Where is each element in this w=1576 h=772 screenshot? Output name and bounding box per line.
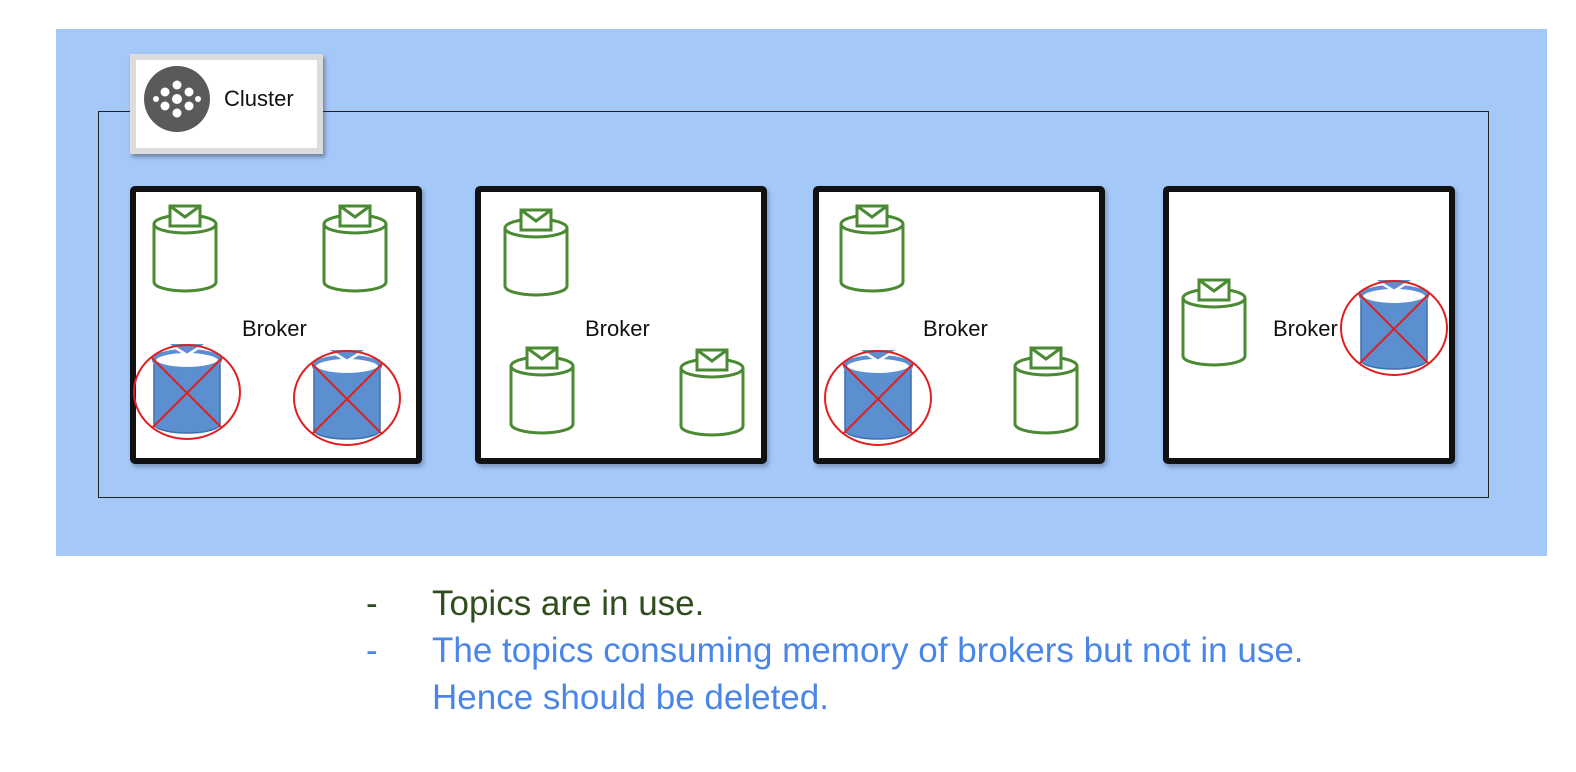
cluster-frame [98,111,1489,498]
legend-text: The topics consuming memory of brokers b… [432,631,1304,717]
topic-active-icon [1179,278,1249,379]
topic-unused-icon [823,344,933,453]
cluster-label-box: Cluster [130,54,323,154]
legend-text: Topics are in use. [432,584,705,623]
broker-label: Broker [1273,316,1338,341]
topic-active-icon [150,204,220,305]
topic-active-icon [837,204,907,305]
topic-unused-icon [292,344,402,453]
topic-active-icon [507,346,577,447]
legend-bullet: - [366,584,378,623]
cluster-label: Cluster [224,86,294,111]
broker-box: Broker [1163,186,1455,464]
legend: - Topics are in use. - The topics consum… [366,580,1304,721]
topic-active-icon [677,348,747,449]
legend-item-unused: - The topics consuming memory of brokers… [366,627,1304,721]
legend-bullet: - [366,631,378,670]
broker-label: Broker [585,316,650,341]
topic-unused-icon [132,338,242,447]
broker-label: Broker [242,316,307,341]
broker-box: Broker [130,186,422,464]
broker-box: Broker [813,186,1105,464]
broker-box: Broker [475,186,767,464]
topic-unused-icon [1339,274,1449,383]
topic-active-icon [320,204,390,305]
topic-active-icon [501,208,571,309]
cluster-dots-icon [144,66,210,132]
topic-active-icon [1011,346,1081,447]
broker-label: Broker [923,316,988,341]
legend-item-in-use: - Topics are in use. [366,580,1304,627]
